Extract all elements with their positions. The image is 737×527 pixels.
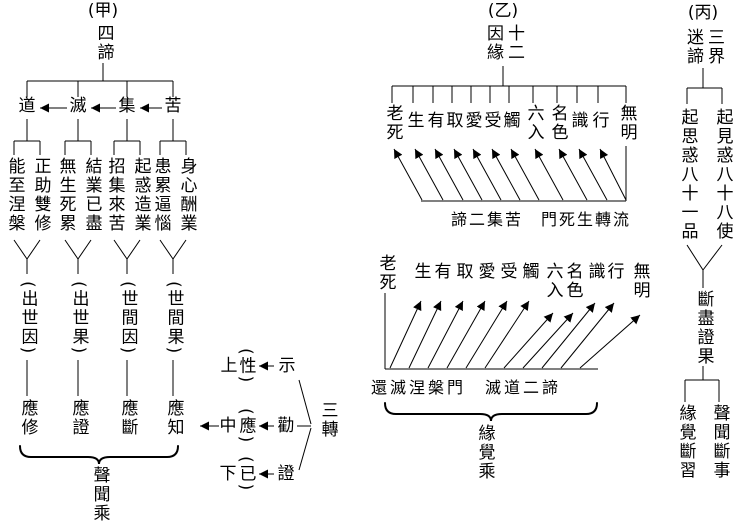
pratyeka-vehicle-label: 緣覺乘 <box>474 424 495 481</box>
nidana-item: 老死 <box>382 104 403 142</box>
nidana-item: 識 <box>567 111 588 130</box>
yi-section-label: (乙) <box>487 1 519 21</box>
jia-title: 四諦 <box>93 24 114 62</box>
truth-ji: 集 <box>118 96 136 116</box>
nidana-item: 觸 <box>518 262 539 281</box>
nidana-item: 有 <box>423 111 444 130</box>
nature-label: (世間果) <box>163 281 184 356</box>
nidana-item: 有 <box>430 262 451 281</box>
bing-title: 三界迷諦 <box>683 28 724 66</box>
yi-forward-connectors <box>391 66 627 202</box>
turnings-connectors <box>259 361 312 479</box>
nidana-item: 老死 <box>375 254 396 292</box>
truth-dao: 道 <box>18 96 36 116</box>
truth-description: 患累逼惱 <box>150 157 171 233</box>
turning-aspect: (應) <box>235 408 256 445</box>
nidana-item: 愛 <box>461 111 482 130</box>
bing-section-label: (丙) <box>687 3 719 23</box>
nidana-item: 取 <box>452 262 473 281</box>
turning-grade: 上 <box>220 356 238 376</box>
turning-act: 示 <box>278 356 296 376</box>
turning-aspect: (已) <box>235 456 256 493</box>
turning-act: 證 <box>277 464 295 484</box>
nidana-item: 無明 <box>629 262 650 300</box>
truth-description: 身心酬業 <box>176 157 197 233</box>
attainment-label: 斷盡證果 <box>693 290 714 366</box>
nidana-item: 名色 <box>562 262 583 300</box>
jia-section-label: (甲) <box>87 1 119 21</box>
yi-return-connectors <box>384 293 641 422</box>
jia-connectors <box>13 63 219 465</box>
duty-label: 應修 <box>17 399 38 437</box>
nidana-item: 六入 <box>523 104 544 142</box>
nidana-item: 六入 <box>542 262 563 300</box>
realm-branch: 起見惑八十八使 <box>712 108 733 241</box>
truth-description: 正助雙修 <box>30 157 51 233</box>
turning-grade: 下 <box>219 464 237 484</box>
nidana-item: 無明 <box>616 104 637 142</box>
truth-description: 起惑造業 <box>130 157 151 233</box>
nidana-item: 愛 <box>474 262 495 281</box>
sravaka-vehicle-label: 聲聞乘 <box>89 466 110 523</box>
duty-label: 應證 <box>68 399 89 437</box>
nidana-item: 生 <box>410 262 431 281</box>
outcome-label: 聲聞斷事 <box>709 404 730 480</box>
turning-act: 勸 <box>277 416 295 436</box>
forward-flow-caption: 諦二集苦 門死生轉流 <box>451 210 632 229</box>
duty-label: 應知 <box>163 399 184 437</box>
nature-label: (出世因) <box>17 281 38 356</box>
truth-description: 能至涅槃 <box>4 157 25 233</box>
truth-ku: 苦 <box>164 96 182 116</box>
truth-description: 招集來苦 <box>104 157 125 233</box>
realm-branch: 起思惑八十一品 <box>677 108 698 241</box>
nidana-item: 名色 <box>547 104 568 142</box>
turning-aspect: (性) <box>235 348 256 385</box>
turning-grade: 中 <box>219 416 237 436</box>
nidana-item: 取 <box>442 111 463 130</box>
nature-label: (世間因) <box>117 281 138 356</box>
truth-mie: 滅 <box>69 96 87 116</box>
duty-label: 應斷 <box>117 399 138 437</box>
return-flow-caption: 還滅涅槃門 滅道二諦 <box>371 378 562 397</box>
yi-title: 十二因緣 <box>483 24 524 62</box>
truth-description: 結業已盡 <box>81 157 102 233</box>
nidana-item: 生 <box>403 111 424 130</box>
nidana-item: 行 <box>603 262 624 281</box>
nidana-item: 識 <box>584 262 605 281</box>
nidana-item: 受 <box>496 262 517 281</box>
outcome-label: 緣覺斷習 <box>675 404 696 480</box>
nature-label: (出世果) <box>68 281 89 356</box>
turnings-title: 三轉 <box>317 401 338 439</box>
nidana-item: 受 <box>480 111 501 130</box>
bing-connectors <box>684 68 723 402</box>
nidana-item: 觸 <box>499 111 520 130</box>
truth-description: 無生死累 <box>55 157 76 233</box>
nidana-item: 行 <box>588 111 609 130</box>
